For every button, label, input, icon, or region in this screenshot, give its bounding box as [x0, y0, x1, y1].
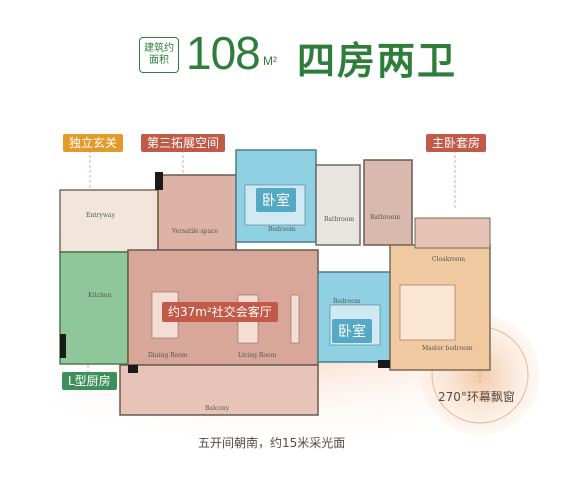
layout-title: 四房两卫 — [297, 39, 458, 83]
area-badge-line2: 面积 — [149, 55, 169, 66]
callout-entrance: 独立玄关 — [63, 134, 124, 152]
label-dining: Dining Room — [148, 352, 188, 359]
area-badge-line1: 建筑约 — [144, 43, 174, 54]
callout-bay-window: 270°环幕飘窗 — [438, 390, 515, 404]
room-kitchen — [59, 251, 129, 365]
tv-cabinet — [290, 294, 300, 344]
label-bathroom-b: Bathroom — [370, 214, 401, 221]
callout-bedroom-2: 卧室 — [332, 319, 372, 343]
label-bedroom-a: Bedroom — [268, 226, 296, 233]
label-cloakroom: Cloakroom — [432, 256, 466, 263]
label-entryway: Entryway — [86, 212, 116, 219]
area-unit: M² — [263, 54, 277, 68]
callout-master-suite: 主卧套房 — [426, 134, 487, 152]
callout-south-light: 五开间朝南，约15米采光面 — [198, 436, 346, 450]
room-bathroom-a — [315, 164, 361, 246]
callout-living-social: 约37m²社交会客厅 — [162, 302, 278, 322]
callout-l-kitchen: L型厨房 — [62, 372, 117, 390]
label-bedroom-b: Bedroom — [333, 298, 361, 305]
label-bathroom-a: Bathroom — [324, 216, 355, 223]
room-cloakroom — [414, 217, 491, 249]
bed-master — [399, 284, 456, 341]
label-balcony: Balcony — [205, 405, 230, 412]
label-versatile: Versatile space — [172, 228, 218, 235]
wall-mark-1 — [155, 172, 163, 190]
area-badge: 建筑约 面积 — [139, 37, 179, 73]
label-living: Living Room — [238, 352, 277, 359]
callout-bedroom-1: 卧室 — [256, 188, 296, 212]
room-bathroom-b — [363, 159, 413, 246]
label-master: Master bedroom — [422, 345, 473, 352]
label-kitchen: Kitchen — [88, 292, 112, 299]
callout-third-space: 第三拓展空间 — [141, 134, 226, 152]
wall-mark-3 — [128, 365, 138, 373]
wall-mark-2 — [60, 334, 66, 358]
wall-mark-4 — [378, 360, 390, 368]
room-versatile — [157, 174, 237, 251]
room-entryway — [59, 189, 159, 253]
area-value: 108 — [186, 27, 261, 79]
room-balcony — [119, 364, 319, 416]
